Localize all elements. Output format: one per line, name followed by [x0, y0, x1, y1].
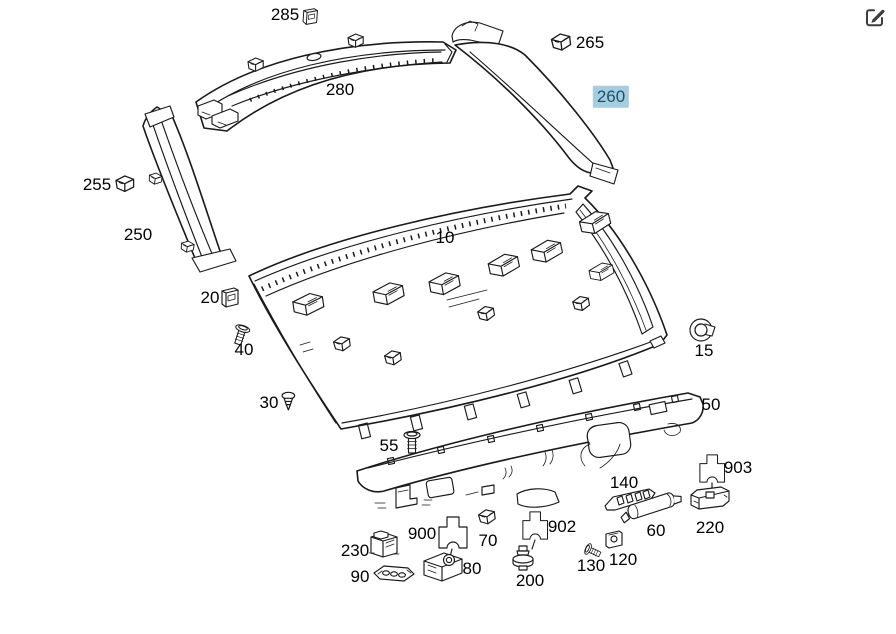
- part-80-camera-unit-drawing: [423, 552, 463, 582]
- part-230-module-drawing: [368, 530, 400, 558]
- part-70-clip-drawing: [477, 508, 497, 526]
- leader-902-to-200: [531, 539, 536, 550]
- part-255-clip-drawing: [115, 175, 135, 193]
- part-label-903[interactable]: 903: [723, 457, 753, 477]
- part-50-lower-trim-strip-drawing: [356, 392, 704, 509]
- part-20-clip-drawing: [221, 287, 239, 308]
- part-label-250[interactable]: 250: [123, 224, 153, 244]
- part-10-main-trim-panel-drawing: [248, 185, 668, 440]
- part-label-260[interactable]: 260: [592, 85, 630, 109]
- part-55-screw-drawing: [403, 430, 421, 454]
- part-label-140[interactable]: 140: [609, 472, 639, 492]
- part-label-55[interactable]: 55: [379, 435, 399, 455]
- part-label-230[interactable]: 230: [340, 540, 370, 560]
- part-200-bulb-socket-drawing: [512, 545, 534, 571]
- part-260-right-pillar-trim-drawing: [451, 20, 619, 185]
- part-60-actuator-drawing: [620, 492, 682, 524]
- part-label-80[interactable]: 80: [462, 558, 482, 578]
- edit-icon[interactable]: [863, 5, 887, 29]
- part-265-clip-drawing: [550, 32, 572, 52]
- part-15-grommet-drawing: [689, 318, 716, 342]
- part-label-30[interactable]: 30: [259, 392, 279, 412]
- part-label-50[interactable]: 50: [701, 394, 721, 414]
- part-120-clip-drawing: [605, 530, 623, 549]
- part-label-60[interactable]: 60: [646, 520, 666, 540]
- part-140-vent-grille-drawing: [604, 488, 656, 511]
- part-label-220[interactable]: 220: [695, 517, 725, 537]
- part-label-280[interactable]: 280: [325, 79, 355, 99]
- part-label-70[interactable]: 70: [478, 530, 498, 550]
- part-label-285[interactable]: 285: [270, 4, 300, 24]
- part-label-40[interactable]: 40: [234, 339, 254, 359]
- part-90-grille-plate-drawing: [373, 565, 415, 582]
- part-label-20[interactable]: 20: [200, 287, 220, 307]
- part-label-265[interactable]: 265: [575, 32, 605, 52]
- part-label-15[interactable]: 15: [694, 340, 714, 360]
- part-900-bracket-outline-drawing: [438, 516, 468, 549]
- part-label-10[interactable]: 10: [435, 227, 455, 247]
- part-30-pushpin-drawing: [281, 391, 296, 411]
- part-280-header-trim-drawing: [195, 33, 457, 132]
- part-label-902[interactable]: 902: [547, 516, 577, 536]
- part-250-left-pillar-trim-drawing: [142, 105, 237, 273]
- part-label-120[interactable]: 120: [608, 549, 638, 569]
- part-label-130[interactable]: 130: [576, 555, 606, 575]
- part-label-200[interactable]: 200: [515, 570, 545, 590]
- part-label-900[interactable]: 900: [407, 523, 437, 543]
- part-220-licence-lamp-drawing: [690, 486, 730, 510]
- part-label-90[interactable]: 90: [350, 566, 370, 586]
- part-285-clip-drawing: [302, 7, 319, 26]
- part-label-255[interactable]: 255: [82, 174, 112, 194]
